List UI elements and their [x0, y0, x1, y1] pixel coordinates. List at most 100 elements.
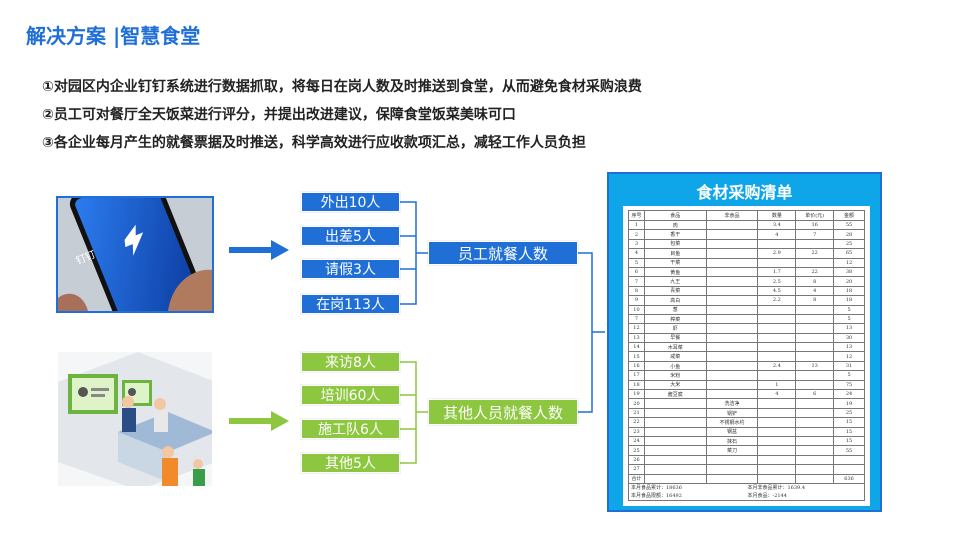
- table-cell: [757, 238, 797, 250]
- table-cell: [705, 266, 759, 278]
- dingtalk-logo-icon: [124, 224, 144, 256]
- table-cell: [757, 426, 797, 438]
- table-cell: 15: [833, 426, 865, 438]
- table-cell: [705, 332, 759, 344]
- table-cell: [757, 398, 797, 409]
- green-arrow-icon: [229, 411, 289, 431]
- table-cell: [795, 417, 835, 428]
- table-cell: [795, 238, 835, 250]
- table-cell: 21: [628, 407, 645, 419]
- other-visit-item: 来访8人: [301, 352, 400, 372]
- table-cell: 2.2: [757, 295, 797, 306]
- table-cell: 2.4: [757, 360, 797, 372]
- table-cell: [643, 426, 707, 438]
- table-cell: 2: [628, 229, 645, 240]
- table-cell: [795, 323, 835, 334]
- table-cell: [705, 360, 759, 372]
- table-cell: 7: [628, 276, 645, 287]
- table-cell: [643, 473, 707, 484]
- bullet-item: ①对园区内企业钉钉系统进行数据抓取，将每日在岗人数及时推送到食堂，从而避免食材采…: [42, 79, 642, 95]
- table-cell: 钢盆: [705, 426, 759, 438]
- table-cell: 1: [757, 379, 797, 391]
- table-cell: [757, 370, 797, 381]
- table-header: 序号: [628, 210, 645, 221]
- table-cell: 青菜: [643, 285, 707, 297]
- table-cell: 4: [757, 389, 797, 400]
- table-cell: 55: [833, 445, 865, 456]
- table-cell: [795, 379, 835, 391]
- other-construction-item: 施工队6人: [301, 419, 400, 439]
- table-header: 数量: [757, 210, 797, 221]
- table-cell: 2.9: [757, 248, 797, 259]
- table-cell: [705, 351, 759, 362]
- table-cell: [795, 473, 835, 484]
- bullet-item: ②员工可对餐厅全天饭菜进行评分，并提出改进建议，保障食堂饭菜美味可口: [42, 107, 516, 123]
- table-cell: [705, 313, 759, 325]
- table-cell: [833, 464, 865, 475]
- table-cell: [705, 304, 759, 315]
- table-cell: 酱豆腐: [643, 389, 707, 400]
- footer-cell: 本月食品：-2144: [747, 492, 787, 499]
- table-cell: 米粉: [643, 370, 707, 381]
- table-cell: [705, 370, 759, 381]
- table-row: 27: [628, 464, 865, 475]
- table-cell: [833, 454, 865, 466]
- table-cell: 17: [628, 370, 645, 381]
- table-cell: 27: [628, 464, 645, 475]
- table-cell: [643, 407, 707, 419]
- table-cell: 55: [833, 219, 865, 231]
- table-cell: 木耳菜: [643, 342, 707, 353]
- table-cell: [705, 389, 759, 400]
- table-cell: [757, 454, 797, 466]
- office-illustration: [56, 350, 214, 488]
- table-cell: 10: [628, 304, 645, 315]
- table-cell: 6: [795, 389, 835, 400]
- table-cell: 菜刀: [705, 445, 759, 456]
- table-cell: [643, 464, 707, 475]
- table-cell: 15: [833, 435, 865, 447]
- table-cell: [643, 417, 707, 428]
- table-cell: 6: [628, 266, 645, 278]
- table-cell: [643, 454, 707, 466]
- table-cell: [705, 454, 759, 466]
- table-cell: [643, 445, 707, 456]
- table-cell: 13: [833, 342, 865, 353]
- dingtalk-phone-image: 钉钉: [56, 196, 214, 313]
- table-cell: 干菜: [643, 257, 707, 268]
- table-cell: 榨菜: [643, 313, 707, 325]
- table-cell: [705, 219, 759, 231]
- table-header: 单价(元): [795, 210, 835, 221]
- table-cell: 12: [833, 351, 865, 362]
- table-cell: 18: [833, 295, 865, 306]
- table-cell: 4: [628, 248, 645, 259]
- table-cell: 黄鱼: [643, 266, 707, 278]
- table-cell: [705, 257, 759, 268]
- table-cell: 4: [795, 285, 835, 297]
- table-cell: [705, 342, 759, 353]
- table-cell: 20: [628, 398, 645, 409]
- table-cell: 虾: [643, 323, 707, 334]
- table-cell: [705, 276, 759, 287]
- table-cell: [757, 323, 797, 334]
- table-cell: 28: [833, 229, 865, 240]
- table-cell: 肉: [643, 219, 707, 231]
- table-cell: 5: [628, 257, 645, 268]
- table-cell: 31: [833, 360, 865, 372]
- table-cell: 65: [833, 248, 865, 259]
- table-cell: 24: [628, 435, 645, 447]
- other-misc-item: 其他5人: [301, 453, 400, 473]
- table-cell: 4.5: [757, 285, 797, 297]
